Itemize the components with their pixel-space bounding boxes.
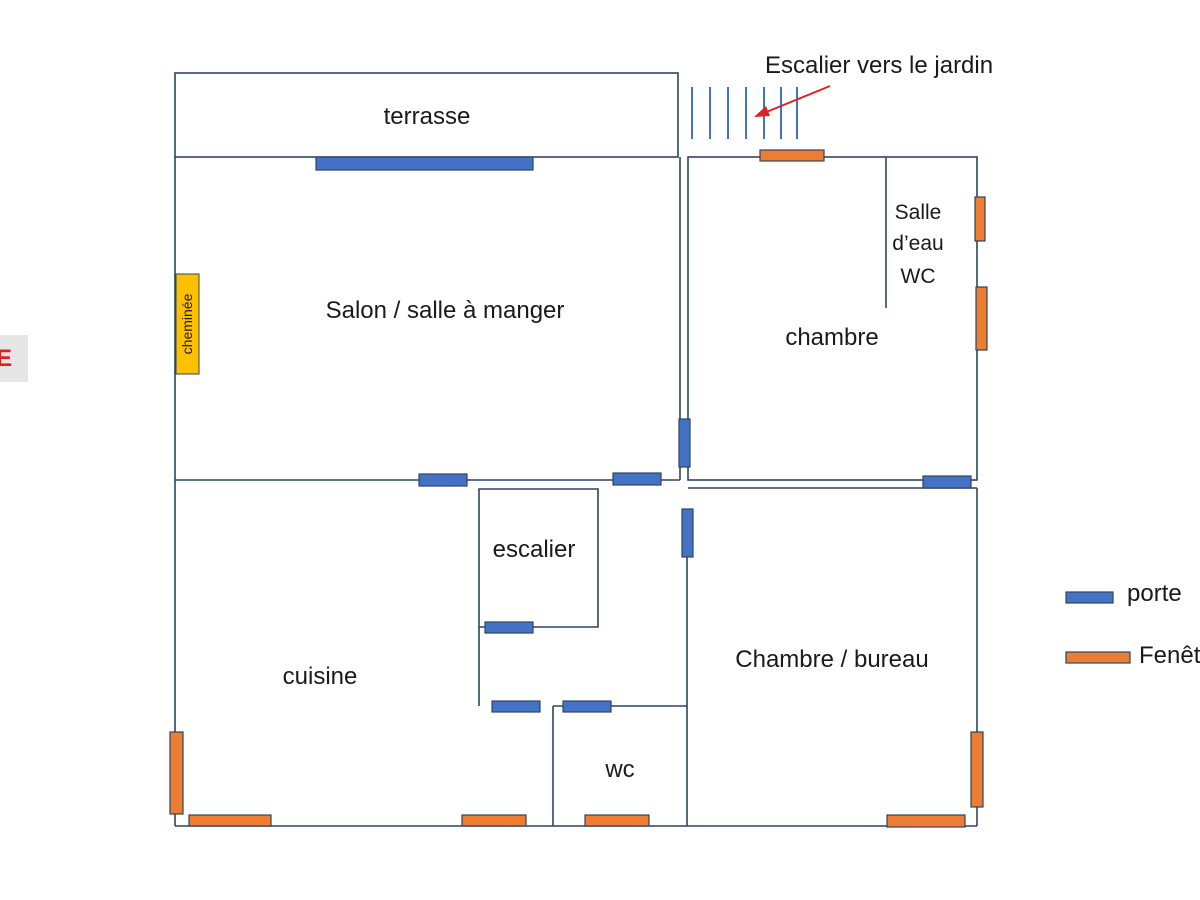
door-chambre <box>922 475 972 489</box>
window-cuisine-south-1 <box>188 814 272 827</box>
windows <box>169 149 988 828</box>
garden-stairs <box>691 87 798 139</box>
chimney <box>175 273 200 375</box>
room-cuisine: cuisine <box>283 663 358 690</box>
door-escalier <box>484 621 534 634</box>
room-terrasse: terrasse <box>384 103 471 130</box>
edge-fragment-box <box>0 335 28 382</box>
escalier-outline <box>478 488 599 706</box>
room-salon: Salon / salle à manger <box>326 297 565 324</box>
room-salle-eau-line3: WC <box>901 265 936 288</box>
door-salon-east <box>678 418 691 468</box>
edge-fragment-text: E <box>0 345 12 372</box>
legend-window-label: Fenêt <box>1139 642 1200 669</box>
door-cuisine-hall <box>491 700 541 713</box>
legend: porte Fenêt <box>1065 580 1200 669</box>
door-wc <box>562 700 612 713</box>
door-salon-cuisine <box>418 473 468 487</box>
window-chambre-east <box>975 286 988 351</box>
room-escalier: escalier <box>493 536 576 563</box>
legend-door-swatch <box>1065 591 1114 604</box>
room-chambre: chambre <box>785 324 878 351</box>
room-salle-eau-line1: Salle <box>895 201 942 224</box>
garden-stairs-label: Escalier vers le jardin <box>765 52 993 79</box>
stairs-arrow <box>754 85 831 117</box>
doors <box>315 156 972 713</box>
window-bureau-east <box>970 731 984 808</box>
room-salle-eau-line2: d’eau <box>892 232 943 255</box>
door-bureau <box>681 508 694 558</box>
legend-window-swatch <box>1065 651 1131 664</box>
room-wc: wc <box>604 756 634 783</box>
window-cuisine-south-2 <box>461 814 527 827</box>
window-cuisine-west <box>169 731 184 815</box>
room-chambre-bureau: Chambre / bureau <box>735 646 928 673</box>
window-chambre-north <box>759 149 825 162</box>
window-wc <box>584 814 650 827</box>
walls <box>174 72 978 827</box>
window-bureau-south <box>886 814 966 828</box>
chimney-label: cheminée <box>179 293 195 354</box>
window-salle-eau <box>974 196 986 242</box>
legend-door-label: porte <box>1127 580 1182 607</box>
door-salon-terrasse <box>315 156 534 171</box>
door-salon-hall <box>612 472 662 486</box>
